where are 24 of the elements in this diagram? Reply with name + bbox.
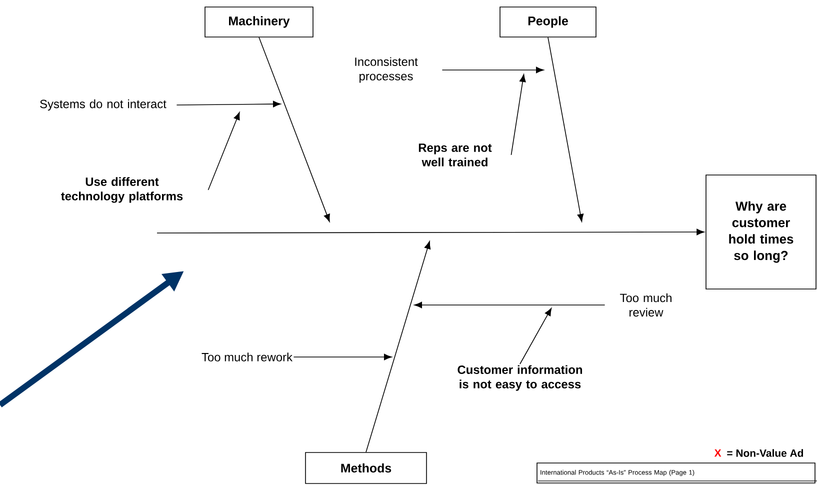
key-mark: X: [714, 449, 722, 457]
category-box: People: [500, 6, 596, 38]
cause-text: Customer information is not easy to access: [458, 365, 582, 391]
cause-text: Use different technology platforms: [61, 177, 183, 203]
cause-text: Reps are not well trained: [418, 144, 492, 166]
category-box: Machinery: [204, 6, 314, 38]
cause-text: Too much review: [620, 293, 672, 317]
arrow: [176, 100, 281, 108]
key-text: = Non-Value Ad: [727, 449, 804, 457]
arrow: [366, 241, 431, 452]
arrow: [293, 354, 392, 360]
category-box: Why are customer hold times so long?: [706, 174, 816, 290]
arrow: [414, 302, 606, 308]
category-box: Methods: [305, 452, 427, 484]
arrow: [510, 74, 526, 156]
arrow: [258, 37, 330, 222]
cause-text: Too much rework: [202, 352, 293, 362]
arrow: [548, 37, 584, 222]
arrow: [442, 66, 544, 74]
arrow: [156, 228, 704, 236]
cause-text: Systems do not interact: [40, 99, 166, 111]
cause-text: Inconsistent processes: [355, 57, 418, 83]
arrow: [520, 308, 552, 364]
arrow: [208, 112, 240, 190]
